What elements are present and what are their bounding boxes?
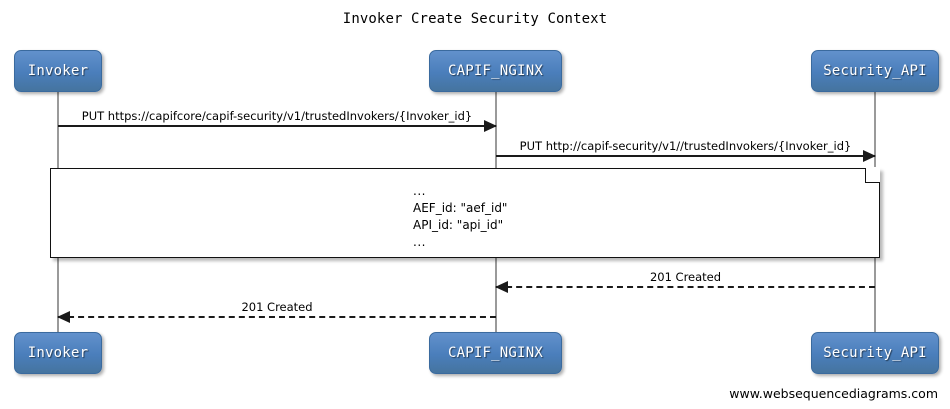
actor-box-invoker-top[interactable]: Invoker [14,50,102,92]
actor-label-security-api-bottom: Security_API [823,345,927,361]
message-shaft [496,155,875,157]
message-capif-nginx-to-invoker: 201 Created [57,300,496,323]
message-invoker-to-capif-nginx: PUT https://capifcore/capif-security/v1/… [58,109,497,132]
page-title: Invoker Create Security Context [342,11,608,27]
actor-box-security-api-top[interactable]: Security_API [811,50,939,92]
actor-label-security-api-top: Security_API [823,63,927,79]
message-label: 201 Created [649,270,722,284]
actor-box-invoker-bottom[interactable]: Invoker [14,332,102,374]
actor-label-invoker-top: Invoker [27,63,89,79]
footer-credit: www.websequencediagrams.com [729,386,938,401]
note-line: ... [413,235,426,249]
message-security-api-to-capif-nginx: 201 Created [495,270,875,293]
note-line: API_id: "api_id" [413,218,504,232]
note-box: ... AEF_id: "aef_id" API_id: "api_id" ..… [50,166,880,258]
arrowhead-left-icon [57,311,70,323]
note-body: ... AEF_id: "aef_id" API_id: "api_id" ..… [413,183,507,251]
arrowhead-right-icon [484,120,497,132]
actor-label-capif-nginx-bottom: CAPIF_NGINX [448,345,543,361]
message-shaft [58,316,496,318]
actor-label-capif-nginx-top: CAPIF_NGINX [448,63,543,79]
actor-label-invoker-bottom: Invoker [27,345,89,361]
message-shaft [496,286,875,288]
message-shaft [58,125,496,127]
note-line: ... [413,184,426,198]
message-label: PUT http://capif-security/v1//trustedInv… [519,139,852,153]
message-label: 201 Created [241,300,313,314]
message-capif-nginx-to-security-api: PUT http://capif-security/v1//trustedInv… [496,139,876,162]
note-line: AEF_id: "aef_id" [413,201,508,215]
note-fold-corner-icon [864,166,880,183]
actor-box-capif-nginx-top[interactable]: CAPIF_NGINX [429,50,562,92]
message-label: PUT https://capifcore/capif-security/v1/… [81,109,473,123]
actor-box-security-api-bottom[interactable]: Security_API [811,332,939,374]
actor-box-capif-nginx-bottom[interactable]: CAPIF_NGINX [429,332,562,374]
arrowhead-left-icon [495,281,508,293]
arrowhead-right-icon [863,150,876,162]
